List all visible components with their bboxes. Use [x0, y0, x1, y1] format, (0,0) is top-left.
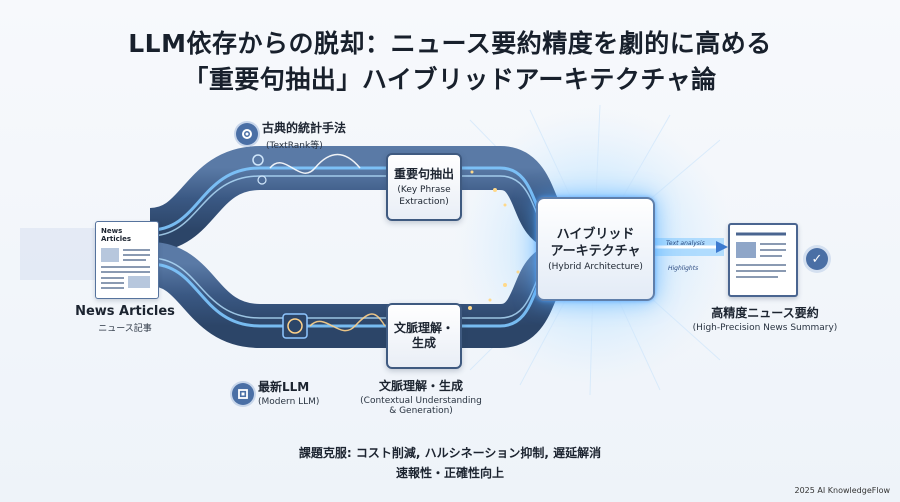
key-phrase-main: 重要句抽出 — [393, 166, 454, 181]
modern-llm-label: 最新LLM (Modern LLM) — [258, 378, 348, 407]
title-line-1: LLM依存からの脱却：ニュース要約精度を劇的に高める — [128, 29, 772, 58]
hybrid-architecture-box: ハイブリッド アーキテクチャ (Hybrid Architecture) — [536, 197, 655, 301]
key-phrase-sub-2: Extraction) — [399, 196, 449, 207]
output-label: 高精度ニュース要約 (High-Precision News Summary) — [680, 304, 850, 333]
contextual-main-2: 生成 — [411, 336, 436, 350]
classic-method-label: 古典的統計手法 (TextRank等) — [262, 119, 382, 151]
gear-graphic — [252, 154, 264, 166]
hybrid-main-2: アーキテクチャ — [550, 244, 641, 259]
doc-header: News Articles — [101, 227, 132, 243]
summary-document-icon — [728, 223, 798, 297]
gear-icon — [236, 123, 258, 145]
output-arrowhead — [716, 241, 728, 253]
gear-graphic-2 — [257, 175, 267, 185]
chip-icon — [232, 383, 254, 405]
bottom-wave — [309, 313, 386, 332]
top-wave — [269, 153, 361, 174]
classic-method-main: 古典的統計手法 — [262, 121, 347, 135]
modern-llm-sub: (Modern LLM) — [258, 397, 320, 407]
contextual-main-1: 文脈理解・ — [393, 321, 454, 335]
output-label-main: 高精度ニュース要約 — [711, 306, 819, 320]
output-tag-2: Highlights — [668, 265, 699, 272]
chip-brain — [287, 318, 303, 334]
summary-content-lines — [736, 232, 786, 278]
key-phrase-sub-1: (Key Phrase — [397, 184, 451, 195]
input-label-sub: ニュース記事 — [98, 324, 152, 334]
contextual-caption-sub-2: & Generation) — [389, 406, 453, 416]
footer-line-2: 速報性・正確性向上 — [395, 466, 504, 480]
footer-line-1: 課題克服: コスト削減, ハルシネーション抑制, 遅延解消 — [298, 446, 602, 460]
input-label-main: News Articles — [75, 304, 175, 319]
contextual-caption-sub-1: (Contextual Understanding — [360, 396, 482, 406]
contextual-caption: 文脈理解・生成 (Contextual Understanding & Gene… — [356, 377, 486, 416]
credit-text: 2025 AI KnowledgeFlow — [794, 486, 890, 495]
input-label: News Articles ニュース記事 — [70, 304, 180, 334]
key-phrase-box: 重要句抽出 (Key Phrase Extraction) — [386, 153, 462, 221]
news-document-icon: News Articles — [95, 221, 159, 299]
contextual-box: 文脈理解・ 生成 — [386, 303, 462, 369]
output-tag-1: Text analysis — [666, 240, 705, 247]
chip-graphic — [282, 313, 308, 339]
doc-content-lines — [101, 248, 150, 289]
contextual-caption-main: 文脈理解・生成 — [378, 379, 463, 393]
hybrid-main-1: ハイブリッド — [556, 227, 635, 242]
output-label-sub: (High-Precision News Summary) — [692, 323, 838, 333]
classic-method-sub: (TextRank等) — [266, 141, 323, 151]
modern-llm-main: 最新LLM — [258, 380, 310, 394]
title-line-2: 「重要句抽出」ハイブリッドアーキテクチャ論 — [183, 65, 717, 94]
check-icon: ✓ — [806, 248, 828, 270]
hybrid-sub: (Hybrid Architecture) — [548, 262, 643, 272]
